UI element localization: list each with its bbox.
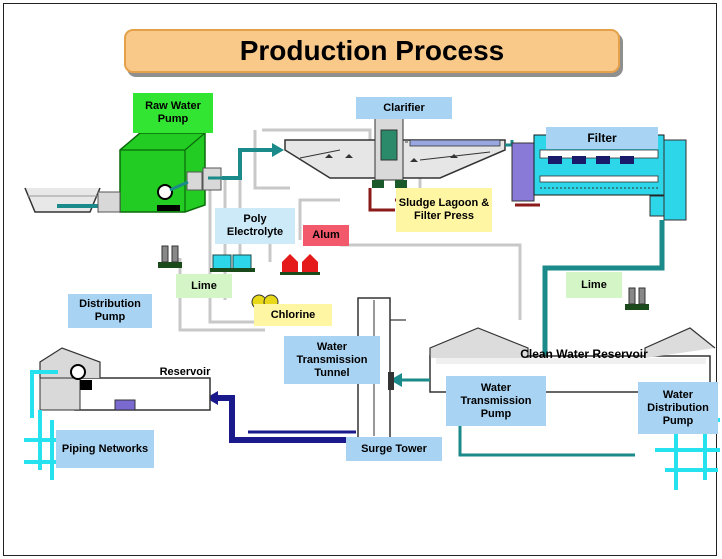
chemical-line bbox=[208, 180, 262, 324]
label-raw-water-pump: Raw Water Pump bbox=[133, 93, 213, 133]
label-lime-right: Lime bbox=[566, 272, 622, 298]
label-sludge-lagoon: Sludge Lagoon & Filter Press bbox=[396, 188, 492, 232]
label-alum: Alum bbox=[303, 225, 349, 246]
lime-tanks-right bbox=[625, 287, 649, 310]
pipe-raw-to-clarifier bbox=[222, 148, 272, 180]
label-lime-left: Lime bbox=[176, 274, 232, 298]
label-distribution-pump-left: Distribution Pump bbox=[68, 294, 152, 328]
label-clean-water-reservoir: Clean Water Reservoir bbox=[520, 346, 648, 361]
alum-tanks bbox=[280, 254, 320, 275]
label-piping-networks: Piping Networks bbox=[56, 430, 154, 468]
intake-basin bbox=[24, 187, 101, 213]
flow-arrow bbox=[272, 143, 284, 157]
label-chlorine: Chlorine bbox=[254, 304, 332, 326]
raw-water-pump-house bbox=[97, 132, 222, 213]
label-clarifier: Clarifier bbox=[356, 97, 452, 119]
label-surge-tower: Surge Tower bbox=[346, 437, 442, 461]
poly-electrolyte-tanks bbox=[210, 254, 255, 272]
flow-arrow bbox=[390, 373, 402, 387]
label-poly-electrolyte: Poly Electrolyte bbox=[215, 208, 295, 244]
chemical-line bbox=[253, 130, 290, 190]
label-reservoir: Reservoir bbox=[159, 365, 211, 378]
label-water-distribution-pump: Water Distribution Pump bbox=[638, 382, 718, 434]
label-water-transmission-tunnel: Water Transmission Tunnel bbox=[284, 336, 380, 384]
chemical-line bbox=[340, 243, 522, 320]
lime-tanks-left bbox=[158, 245, 182, 268]
label-filter: Filter bbox=[546, 127, 658, 149]
chemical-line bbox=[298, 198, 340, 240]
slide-frame bbox=[3, 3, 717, 556]
flow-arrow bbox=[206, 391, 218, 405]
tunnel-pipe bbox=[212, 395, 356, 443]
label-water-transmission-pump: Water Transmission Pump bbox=[446, 376, 546, 426]
pipe-filter-to-reservoir bbox=[542, 220, 665, 356]
page-title: Production Process bbox=[124, 29, 620, 73]
pipe-clarifier-to-filter bbox=[505, 140, 514, 147]
